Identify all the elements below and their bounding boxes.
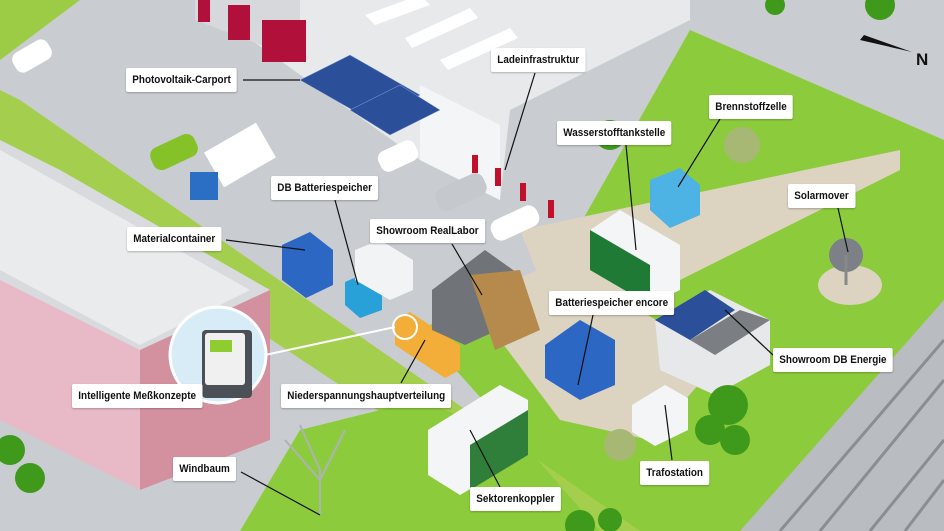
niederspannungshauptverteilung [395, 312, 460, 378]
label-brennstoffzelle[interactable]: Brennstoffzelle [709, 95, 794, 119]
compass-north-label: N [916, 50, 929, 69]
batteriespeicher-encore [545, 320, 615, 400]
north-arrow-icon [860, 35, 912, 52]
label-trafostation[interactable]: Trafostation [640, 461, 710, 485]
label-materialcontainer[interactable]: Materialcontainer [127, 227, 222, 251]
label-photovoltaik-carport[interactable]: Photovoltaik-Carport [126, 68, 238, 92]
solar-panels [299, 54, 441, 136]
label-sektorenkoppler[interactable]: Sektorenkoppler [470, 487, 561, 511]
label-db-batteriespeicher[interactable]: DB Batteriespeicher [271, 176, 379, 200]
car-white [12, 39, 52, 73]
label-wasserstofftankstelle[interactable]: Wasserstofftankstelle [557, 121, 672, 145]
label-niederspannungshauptverteilung[interactable]: Niederspannungshauptverteilung [281, 384, 452, 408]
label-windbaum[interactable]: Windbaum [173, 457, 237, 481]
label-showroom-reallabor[interactable]: Showroom RealLabor [370, 219, 485, 243]
label-batteriespeicher-encore[interactable]: Batteriespeicher encore [549, 291, 675, 315]
label-solarmover[interactable]: Solarmover [788, 184, 856, 208]
brennstoffzelle-container [650, 168, 700, 228]
leader-lines [225, 72, 849, 516]
trees [0, 0, 895, 531]
trafostation [632, 385, 688, 446]
label-intelligente-messkonzepte[interactable]: Intelligente Meßkonzepte [72, 384, 203, 408]
truck [204, 122, 276, 188]
car-green [150, 133, 198, 171]
label-ladeinfrastruktur[interactable]: Ladeinfrastruktur [491, 48, 586, 72]
windbaum [284, 424, 346, 515]
compass: N [860, 30, 940, 80]
railway [740, 300, 944, 531]
label-showroom-db-energie[interactable]: Showroom DB Energie [773, 348, 893, 372]
